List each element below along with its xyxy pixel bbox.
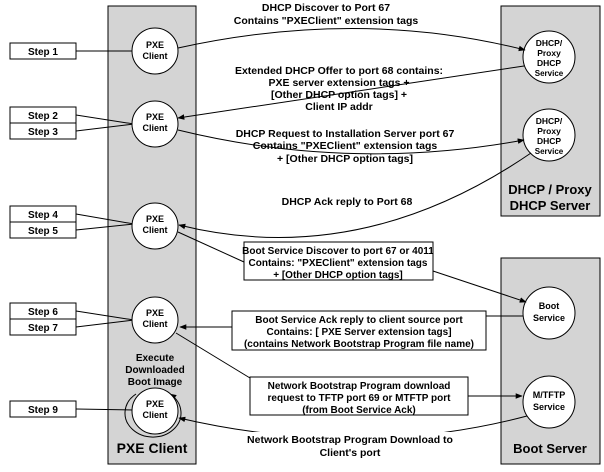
- svg-text:Step 2: Step 2: [28, 111, 58, 122]
- svg-text:Step 5: Step 5: [28, 226, 58, 237]
- step-box-4: Step 4: [9, 205, 77, 223]
- svg-text:PXE: PXE: [146, 112, 164, 122]
- message-nbp-download: Network Bootstrap Program Download to Cl…: [246, 432, 456, 459]
- step-box-9: Step 9: [9, 400, 77, 418]
- svg-text:(from Boot Service Ack): (from Boot Service Ack): [302, 405, 416, 416]
- svg-text:Client: Client: [142, 51, 167, 61]
- svg-text:Client: Client: [142, 225, 167, 235]
- pxe-client-node-1: PXE Client: [131, 27, 179, 75]
- boot-service-node: Boot Service: [522, 286, 576, 340]
- svg-text:DHCP Request to Installation S: DHCP Request to Installation Server port…: [236, 128, 455, 140]
- step-box-2: Step 2: [9, 106, 77, 124]
- svg-text:Contains "PXEClient" extension: Contains "PXEClient" extension tags: [234, 15, 419, 27]
- step-connectors: [75, 50, 135, 411]
- arrow-dhcp-request: [177, 129, 525, 155]
- svg-text:Service: Service: [533, 402, 565, 412]
- arrow-boot-discover-2: [432, 270, 527, 303]
- step-box-6: Step 6: [9, 302, 77, 320]
- svg-text:M/TFTP: M/TFTP: [533, 390, 566, 400]
- svg-text:(contains Network Bootstrap Pr: (contains Network Bootstrap Program file…: [244, 339, 474, 350]
- message-dhcp-discover: DHCP Discover to Port 67 Contains "PXECl…: [234, 2, 419, 27]
- svg-text:+ [Other DHCP option tags]: + [Other DHCP option tags]: [277, 153, 413, 165]
- mtftp-service-node: M/TFTP Service: [522, 375, 576, 429]
- pxe-client-node-3: PXE Client: [131, 202, 179, 250]
- message-dhcp-offer: Extended DHCP Offer to port 68 contains:…: [235, 65, 443, 113]
- svg-text:Contains: "PXEClient" extensio: Contains: "PXEClient" extension tags: [249, 258, 428, 269]
- arrow-dhcp-discover: [177, 28, 526, 52]
- arrow-dhcp-ack: [178, 152, 532, 238]
- boot-server-column-title: Boot Server: [513, 441, 587, 456]
- svg-text:PXE: PXE: [146, 399, 164, 409]
- step-box-7: Step 7: [9, 318, 77, 336]
- svg-text:PXE: PXE: [146, 40, 164, 50]
- svg-text:DHCP: DHCP: [537, 136, 561, 146]
- svg-text:PXE server extension tags +: PXE server extension tags +: [269, 77, 410, 89]
- svg-text:Step 3: Step 3: [28, 127, 58, 138]
- svg-text:DHCP Discover to Port 67: DHCP Discover to Port 67: [262, 2, 390, 14]
- svg-text:Client: Client: [142, 123, 167, 133]
- svg-text:Step 4: Step 4: [28, 210, 58, 221]
- execute-boot-image-note: Execute Downloaded Boot Image: [125, 353, 184, 388]
- step-box-1: Step 1: [9, 42, 77, 60]
- svg-text:Execute: Execute: [136, 353, 175, 364]
- svg-text:Step 7: Step 7: [28, 323, 58, 334]
- arrow-boot-discover: [177, 231, 245, 263]
- svg-text:PXE: PXE: [146, 214, 164, 224]
- svg-text:Downloaded: Downloaded: [125, 365, 184, 376]
- dhcp-server-column-title-line1: DHCP / Proxy: [508, 182, 592, 197]
- pxe-client-node-2: PXE Client: [131, 100, 179, 148]
- svg-text:Client IP addr: Client IP addr: [305, 101, 373, 113]
- step-box-3: Step 3: [9, 122, 77, 140]
- pxe-client-node-4: PXE Client: [131, 296, 179, 344]
- arrow-nbp-request: [175, 332, 251, 379]
- svg-text:Boot Service Discover to port: Boot Service Discover to port 67 or 4011: [242, 246, 434, 257]
- svg-text:Contains "PXEClient" extension: Contains "PXEClient" extension tags: [253, 140, 438, 152]
- svg-text:Contains: [ PXE Server extensi: Contains: [ PXE Server extension tags]: [266, 327, 451, 338]
- svg-text:Boot Image: Boot Image: [128, 377, 183, 388]
- svg-text:Client: Client: [142, 410, 167, 420]
- message-nbp-request: Network Bootstrap Program download reque…: [249, 376, 469, 416]
- svg-text:Client's port: Client's port: [320, 447, 381, 459]
- svg-text:DHCP/: DHCP/: [536, 38, 563, 48]
- dhcp-proxy-node-1: DHCP/ Proxy DHCP Service: [522, 30, 576, 84]
- svg-text:Step 9: Step 9: [28, 405, 58, 416]
- svg-text:PXE: PXE: [146, 308, 164, 318]
- svg-text:Proxy: Proxy: [537, 48, 561, 58]
- message-dhcp-ack: DHCP Ack reply to Port 68: [278, 195, 418, 208]
- svg-text:request to TFTP port 69 or MTF: request to TFTP port 69 or MTFTP port: [268, 393, 452, 404]
- message-boot-discover: Boot Service Discover to port 67 or 4011…: [242, 241, 434, 281]
- pxe-client-node-5: PXE Client: [131, 387, 179, 435]
- svg-text:Service: Service: [535, 147, 564, 156]
- dhcp-server-column-title-line2: DHCP Server: [510, 198, 591, 213]
- svg-text:Network Bootstrap Program down: Network Bootstrap Program download: [268, 381, 451, 392]
- svg-text:Step 1: Step 1: [28, 47, 58, 58]
- svg-text:+ [Other DHCP option tags]: + [Other DHCP option tags]: [273, 270, 403, 281]
- svg-text:Service: Service: [533, 313, 565, 323]
- execute-loop-arc: [124, 393, 182, 438]
- svg-text:Network Bootstrap Program Down: Network Bootstrap Program Download to: [247, 434, 453, 446]
- dhcp-proxy-node-2: DHCP/ Proxy DHCP Service: [522, 108, 576, 162]
- svg-text:Boot: Boot: [539, 301, 560, 311]
- svg-text:Service: Service: [535, 69, 564, 78]
- arrow-dhcp-offer: [177, 65, 525, 120]
- svg-text:DHCP: DHCP: [537, 58, 561, 68]
- step-box-5: Step 5: [9, 221, 77, 239]
- svg-text:DHCP Ack reply to Port 68: DHCP Ack reply to Port 68: [282, 196, 413, 208]
- message-dhcp-request: DHCP Request to Installation Server port…: [236, 128, 455, 165]
- svg-text:Proxy: Proxy: [537, 126, 561, 136]
- svg-text:Step 6: Step 6: [28, 307, 58, 318]
- pxe-client-column-title: PXE Client: [117, 440, 188, 456]
- svg-text:Client: Client: [142, 319, 167, 329]
- message-boot-ack: Boot Service Ack reply to client source …: [231, 310, 487, 351]
- svg-text:[Other DHCP option tags] +: [Other DHCP option tags] +: [271, 89, 407, 101]
- svg-text:Boot Service Ack reply to clie: Boot Service Ack reply to client source …: [255, 315, 463, 326]
- svg-text:Extended DHCP Offer to port 68: Extended DHCP Offer to port 68 contains:: [235, 65, 443, 77]
- svg-text:DHCP/: DHCP/: [536, 116, 563, 126]
